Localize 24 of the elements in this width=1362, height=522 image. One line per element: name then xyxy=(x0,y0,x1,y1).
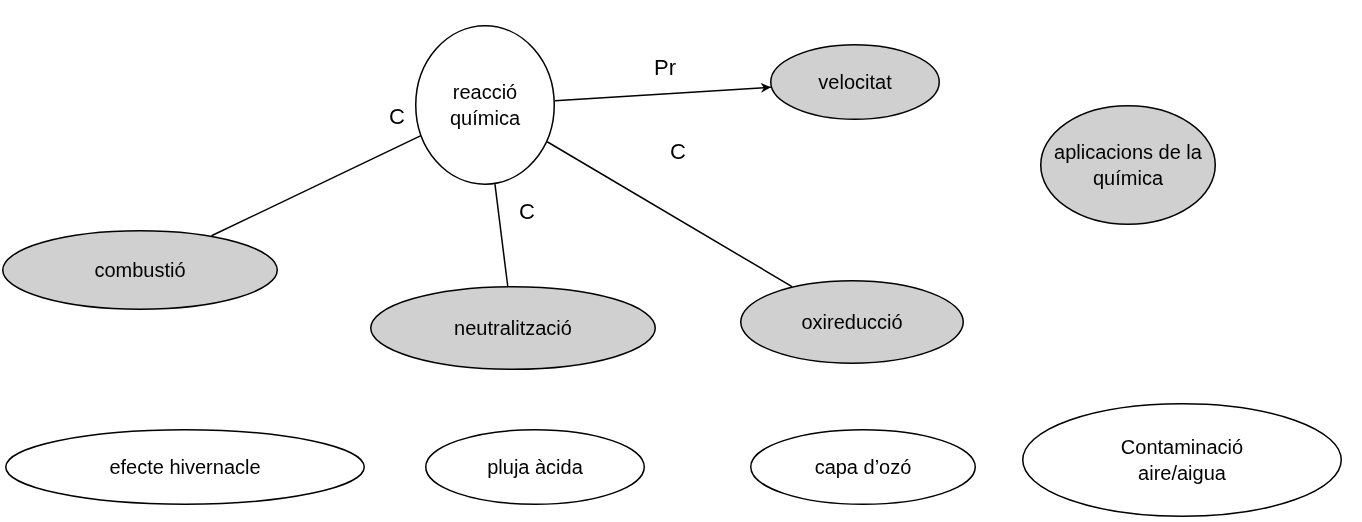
concept-ellipse xyxy=(1022,403,1342,517)
concept-ellipse xyxy=(750,429,976,505)
concept-ellipse xyxy=(740,280,964,364)
concept-label: Contaminació aire/aigua xyxy=(1119,435,1245,486)
connector-line xyxy=(210,135,422,237)
connector-line xyxy=(494,183,509,287)
concept-ellipse xyxy=(1040,105,1216,225)
concept-label: combustió xyxy=(94,258,186,283)
concept-label: pluja àcida xyxy=(487,455,583,480)
concept-label: reacció química xyxy=(449,80,521,131)
concept-label: aplicacions de la química xyxy=(1053,140,1203,191)
connector-line xyxy=(546,141,793,288)
concept-ellipse xyxy=(425,429,645,505)
concept-ellipse xyxy=(415,25,555,185)
concept-label: velocitat xyxy=(818,70,892,95)
arrow xyxy=(554,82,772,102)
concept-label: efecte hivernacle xyxy=(109,455,261,480)
concept-label: capa d’ozó xyxy=(814,455,912,480)
concept-label: neutralització xyxy=(454,316,572,341)
concept-ellipse xyxy=(770,44,940,120)
concept-ellipse xyxy=(5,429,365,505)
concept-label: oxireducció xyxy=(801,310,903,335)
concept-ellipse xyxy=(370,286,656,370)
concept-ellipse xyxy=(2,230,278,310)
